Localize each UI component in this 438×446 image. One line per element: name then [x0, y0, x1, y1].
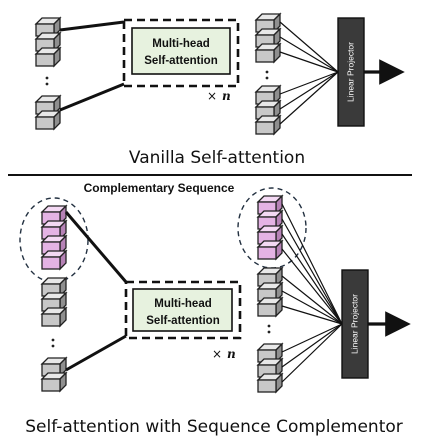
bottom-caption: Self-attention with Sequence Complemento… [25, 417, 403, 437]
top-connector-upper [59, 20, 125, 32]
top-attention-label-1: Multi-head [152, 38, 210, 50]
bottom-attention-block [132, 288, 233, 332]
bottom-output-tokens-pink [257, 195, 283, 260]
bottom-repeat-times: × [212, 347, 222, 361]
top-output-tokens-upper [255, 13, 281, 63]
top-panel: Multi-head Self-attention × n [35, 13, 405, 168]
top-repeat-times: × [207, 89, 217, 103]
bottom-output-tokens-gray-lower [257, 343, 283, 393]
top-linear-projector [337, 17, 365, 127]
bottom-output-tokens-gray-upper [257, 267, 283, 317]
top-projector-label: Linear Projector [345, 42, 355, 102]
top-output-ellipsis [265, 70, 269, 80]
top-connector-lower [59, 82, 125, 112]
bottom-connector-lower [65, 334, 127, 372]
bottom-input-ellipsis [51, 338, 55, 348]
bottom-attention-label-2: Self-attention [146, 315, 219, 327]
bottom-connector-upper [64, 211, 128, 283]
top-input-ellipsis [45, 76, 49, 86]
bottom-repeat-box [124, 280, 242, 340]
top-input-tokens-lower [35, 95, 61, 130]
bottom-projector-label: Linear Projector [349, 294, 359, 354]
bottom-attention-label-1: Multi-head [154, 298, 212, 310]
bottom-input-tokens-pink [41, 205, 67, 270]
complementary-sequence-title: Complementary Sequence [84, 181, 235, 195]
bottom-output-ellipsis [267, 324, 271, 334]
top-fan-lines [279, 21, 339, 125]
bottom-panel: Complementary Sequence Mu [19, 181, 411, 437]
bottom-input-tokens-gray-upper [41, 277, 67, 327]
top-output-tokens-lower [255, 85, 281, 135]
top-attention-label-2: Self-attention [144, 55, 217, 67]
top-repeat-n: n [222, 89, 231, 103]
bottom-linear-projector [341, 269, 369, 379]
bottom-input-group-circle [19, 197, 89, 283]
bottom-repeat-n: n [227, 347, 236, 361]
bottom-input-tokens-gray-lower [41, 357, 67, 392]
top-caption: Vanilla Self-attention [129, 148, 305, 168]
top-attention-block [131, 27, 231, 75]
top-repeat-box [122, 18, 240, 88]
bottom-fan-lines [281, 203, 343, 383]
top-input-tokens-upper [35, 17, 61, 67]
